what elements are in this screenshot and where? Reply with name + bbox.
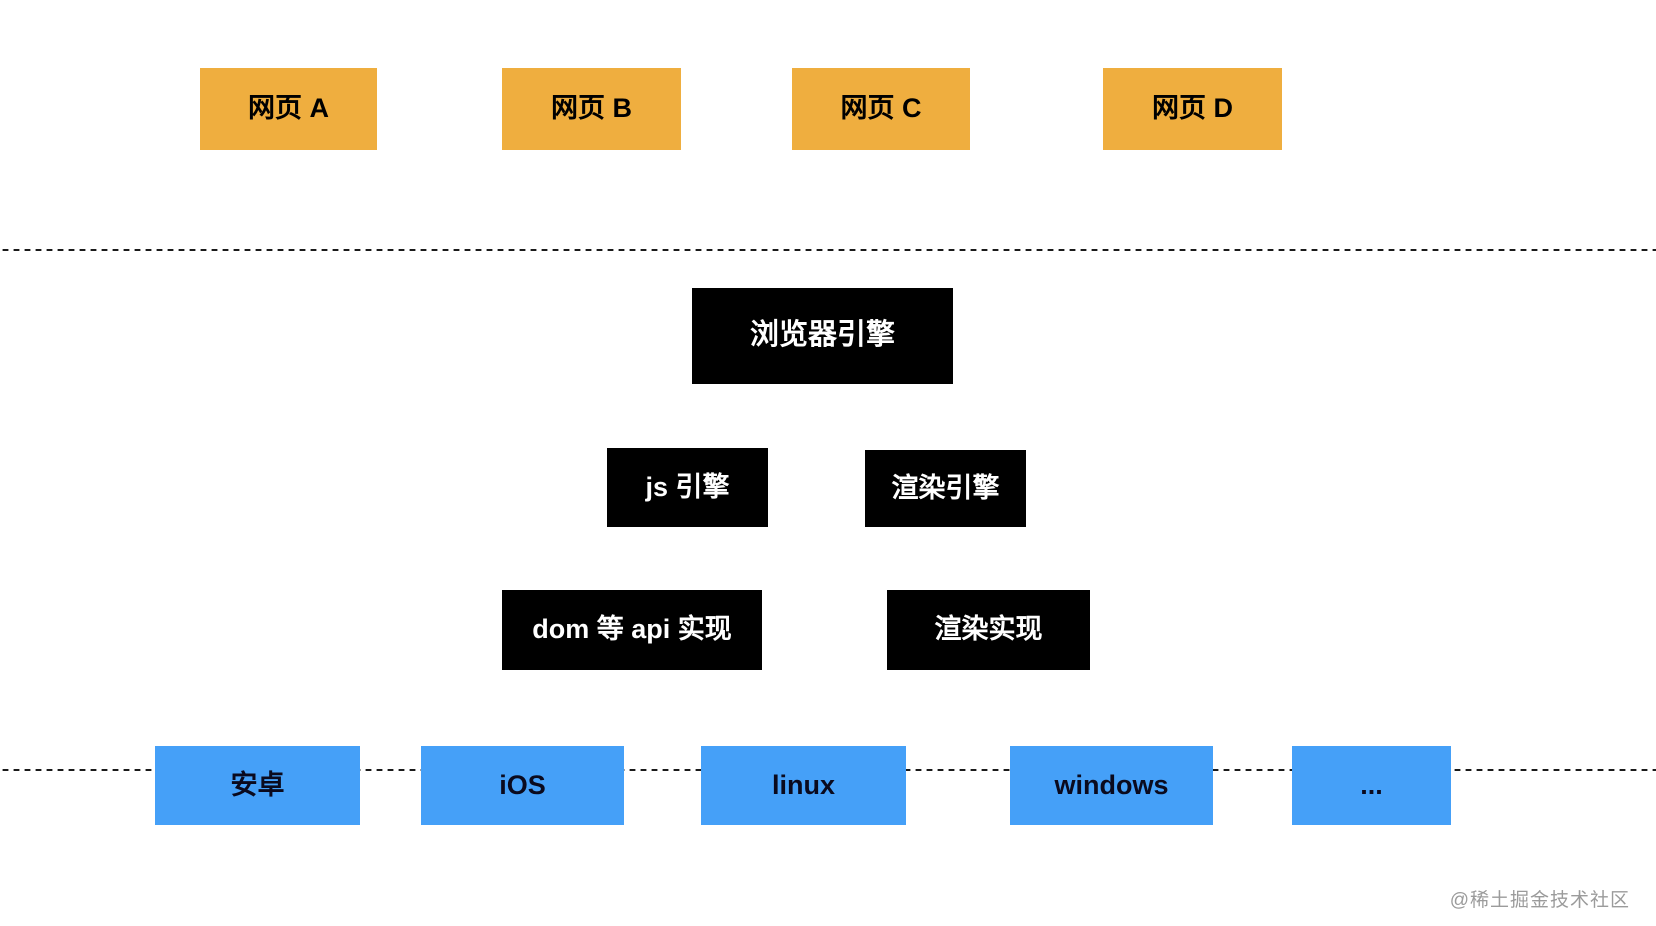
page-box-b: 网页 B xyxy=(502,68,681,150)
js-engine-label: js 引擎 xyxy=(645,471,730,502)
js-engine-box: js 引擎 xyxy=(607,448,768,527)
page-box-a-label: 网页 A xyxy=(248,93,329,124)
os-box-android: 安卓 xyxy=(155,746,360,825)
render-engine-box: 渲染引擎 xyxy=(865,450,1026,527)
watermark: @稀土掘金技术社区 xyxy=(1449,890,1630,911)
page-box-d-label: 网页 D xyxy=(1152,93,1233,124)
page-box-a: 网页 A xyxy=(200,68,377,150)
browser-engine-box: 浏览器引擎 xyxy=(692,288,953,384)
os-box-ios-label: iOS xyxy=(499,769,546,800)
os-box-ios: iOS xyxy=(421,746,624,825)
divider-pages-engine xyxy=(0,248,1656,252)
os-box-linux-label: linux xyxy=(771,769,835,800)
os-box-android-label: 安卓 xyxy=(230,769,285,800)
os-box-more-label: ... xyxy=(1360,769,1383,800)
render-engine-label: 渲染引擎 xyxy=(891,472,1000,503)
dom-api-impl-box: dom 等 api 实现 xyxy=(502,590,762,670)
page-box-d: 网页 D xyxy=(1103,68,1282,150)
os-box-linux: linux xyxy=(701,746,906,825)
page-box-b-label: 网页 B xyxy=(551,93,632,124)
page-box-c-label: 网页 C xyxy=(840,93,922,124)
page-box-c: 网页 C xyxy=(792,68,970,150)
os-box-more: ... xyxy=(1292,746,1451,825)
os-box-windows-label: windows xyxy=(1054,769,1169,800)
dom-api-impl-label: dom 等 api 实现 xyxy=(532,614,732,645)
os-box-windows: windows xyxy=(1010,746,1213,825)
render-impl-label: 渲染实现 xyxy=(934,614,1043,645)
render-impl-box: 渲染实现 xyxy=(887,590,1090,670)
browser-engine-label: 浏览器引擎 xyxy=(749,319,895,352)
